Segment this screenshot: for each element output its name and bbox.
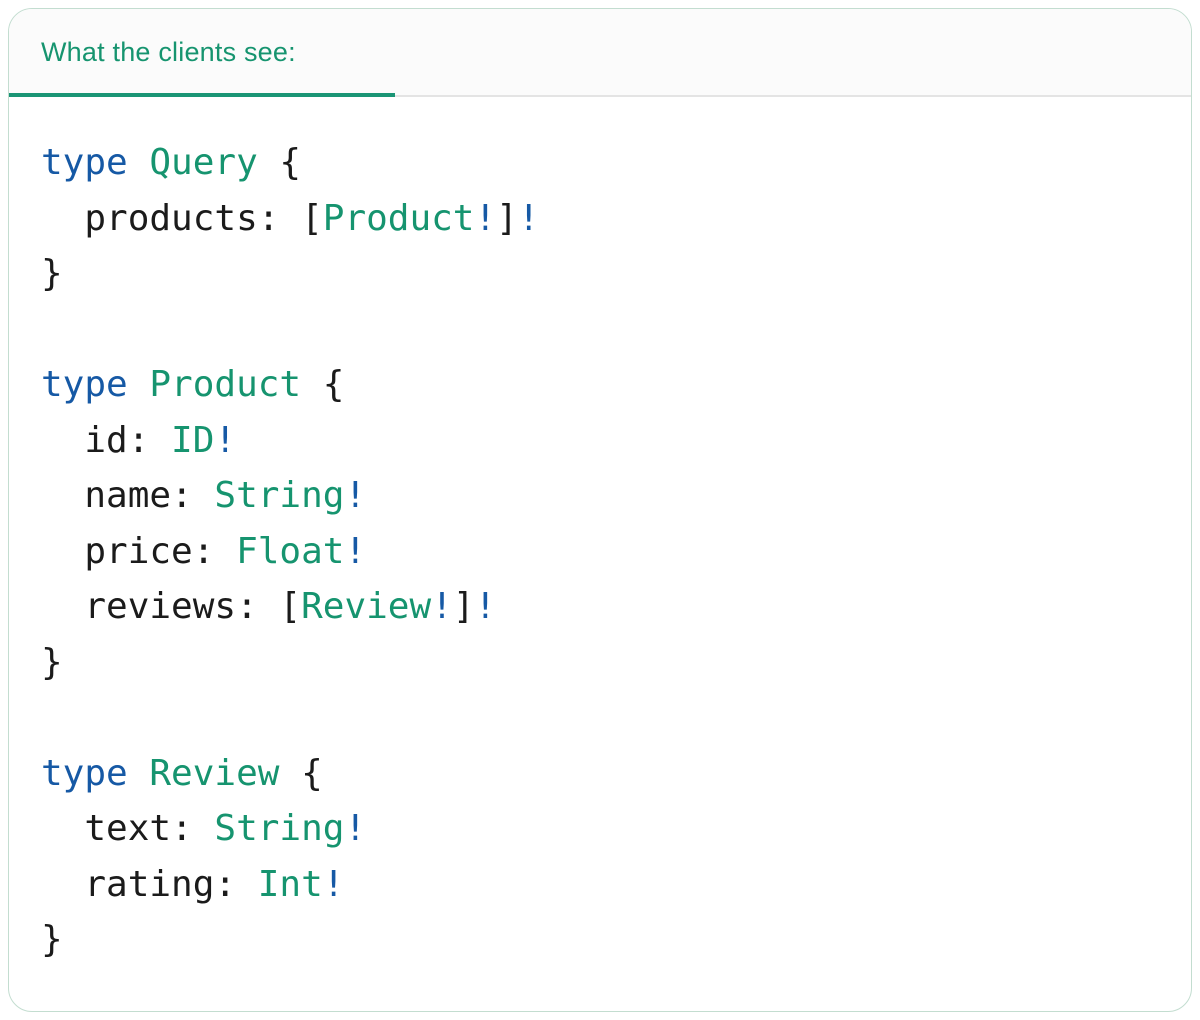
code-token-typename: Review	[149, 752, 280, 794]
code-token-bang: !	[517, 197, 540, 239]
code-token-keyword: type	[41, 142, 150, 183]
code-line: type Product {	[41, 357, 1159, 413]
code-line: text: String!	[41, 801, 1159, 857]
code-token-plain: {	[301, 364, 345, 405]
tab-what-clients-see[interactable]: What the clients see:	[41, 36, 296, 67]
code-line: }	[41, 912, 1159, 968]
code-line: reviews: [Review!]!	[41, 579, 1159, 635]
code-token-typename: ID	[171, 419, 215, 461]
code-token-bang: !	[214, 419, 237, 461]
code-token-plain: ]	[452, 586, 475, 627]
code-token-typename: Product	[322, 197, 475, 239]
code-token-keyword: type	[41, 364, 150, 405]
code-line	[41, 302, 1159, 358]
code-token-plain: reviews: [	[41, 586, 302, 627]
code-token-typename: Review	[301, 586, 432, 627]
active-tab-underline	[9, 93, 395, 97]
code-token-bang: !	[344, 475, 367, 516]
code-line: products: [Product!]!	[41, 191, 1159, 247]
code-token-plain: name:	[41, 475, 215, 516]
code-block: type Query { products: [Product!]!} type…	[9, 97, 1191, 988]
code-token-typename: Int	[257, 863, 323, 905]
code-token-bang: !	[474, 586, 497, 627]
code-panel-card: What the clients see: type Query { produ…	[8, 8, 1192, 1012]
code-token-plain: rating:	[41, 863, 258, 905]
code-token-plain: id:	[41, 419, 172, 461]
code-token-bang: !	[474, 197, 497, 239]
code-line: }	[41, 246, 1159, 302]
code-token-plain: {	[257, 142, 302, 183]
code-token-bang: !	[322, 863, 345, 905]
code-token-typename: Float	[236, 530, 345, 572]
code-token-plain: {	[279, 752, 323, 794]
code-line: }	[41, 635, 1159, 691]
code-token-bang: !	[344, 530, 367, 572]
code-token-plain: }	[41, 253, 63, 294]
code-token-plain: products: [	[41, 197, 323, 239]
code-token-bang: !	[344, 808, 367, 849]
code-token-plain: price:	[41, 530, 237, 572]
code-token-typename: String	[214, 475, 345, 516]
code-token-plain: }	[41, 641, 63, 683]
code-token-typename: Product	[149, 364, 302, 405]
code-line: name: String!	[41, 468, 1159, 524]
code-token-plain: ]	[496, 197, 518, 239]
code-line: price: Float!	[41, 524, 1159, 580]
code-line: type Query {	[41, 135, 1159, 191]
code-token-plain: text:	[41, 808, 215, 849]
code-line	[41, 690, 1159, 746]
code-token-bang: !	[431, 586, 453, 627]
code-token-typename: Query	[149, 142, 258, 183]
code-line: type Review {	[41, 746, 1159, 802]
code-token-keyword: type	[41, 752, 150, 794]
code-line: id: ID!	[41, 413, 1159, 469]
code-token-plain: }	[41, 919, 63, 960]
code-line: rating: Int!	[41, 857, 1159, 913]
code-token-typename: String	[214, 808, 345, 849]
tab-strip: What the clients see:	[9, 9, 1191, 97]
